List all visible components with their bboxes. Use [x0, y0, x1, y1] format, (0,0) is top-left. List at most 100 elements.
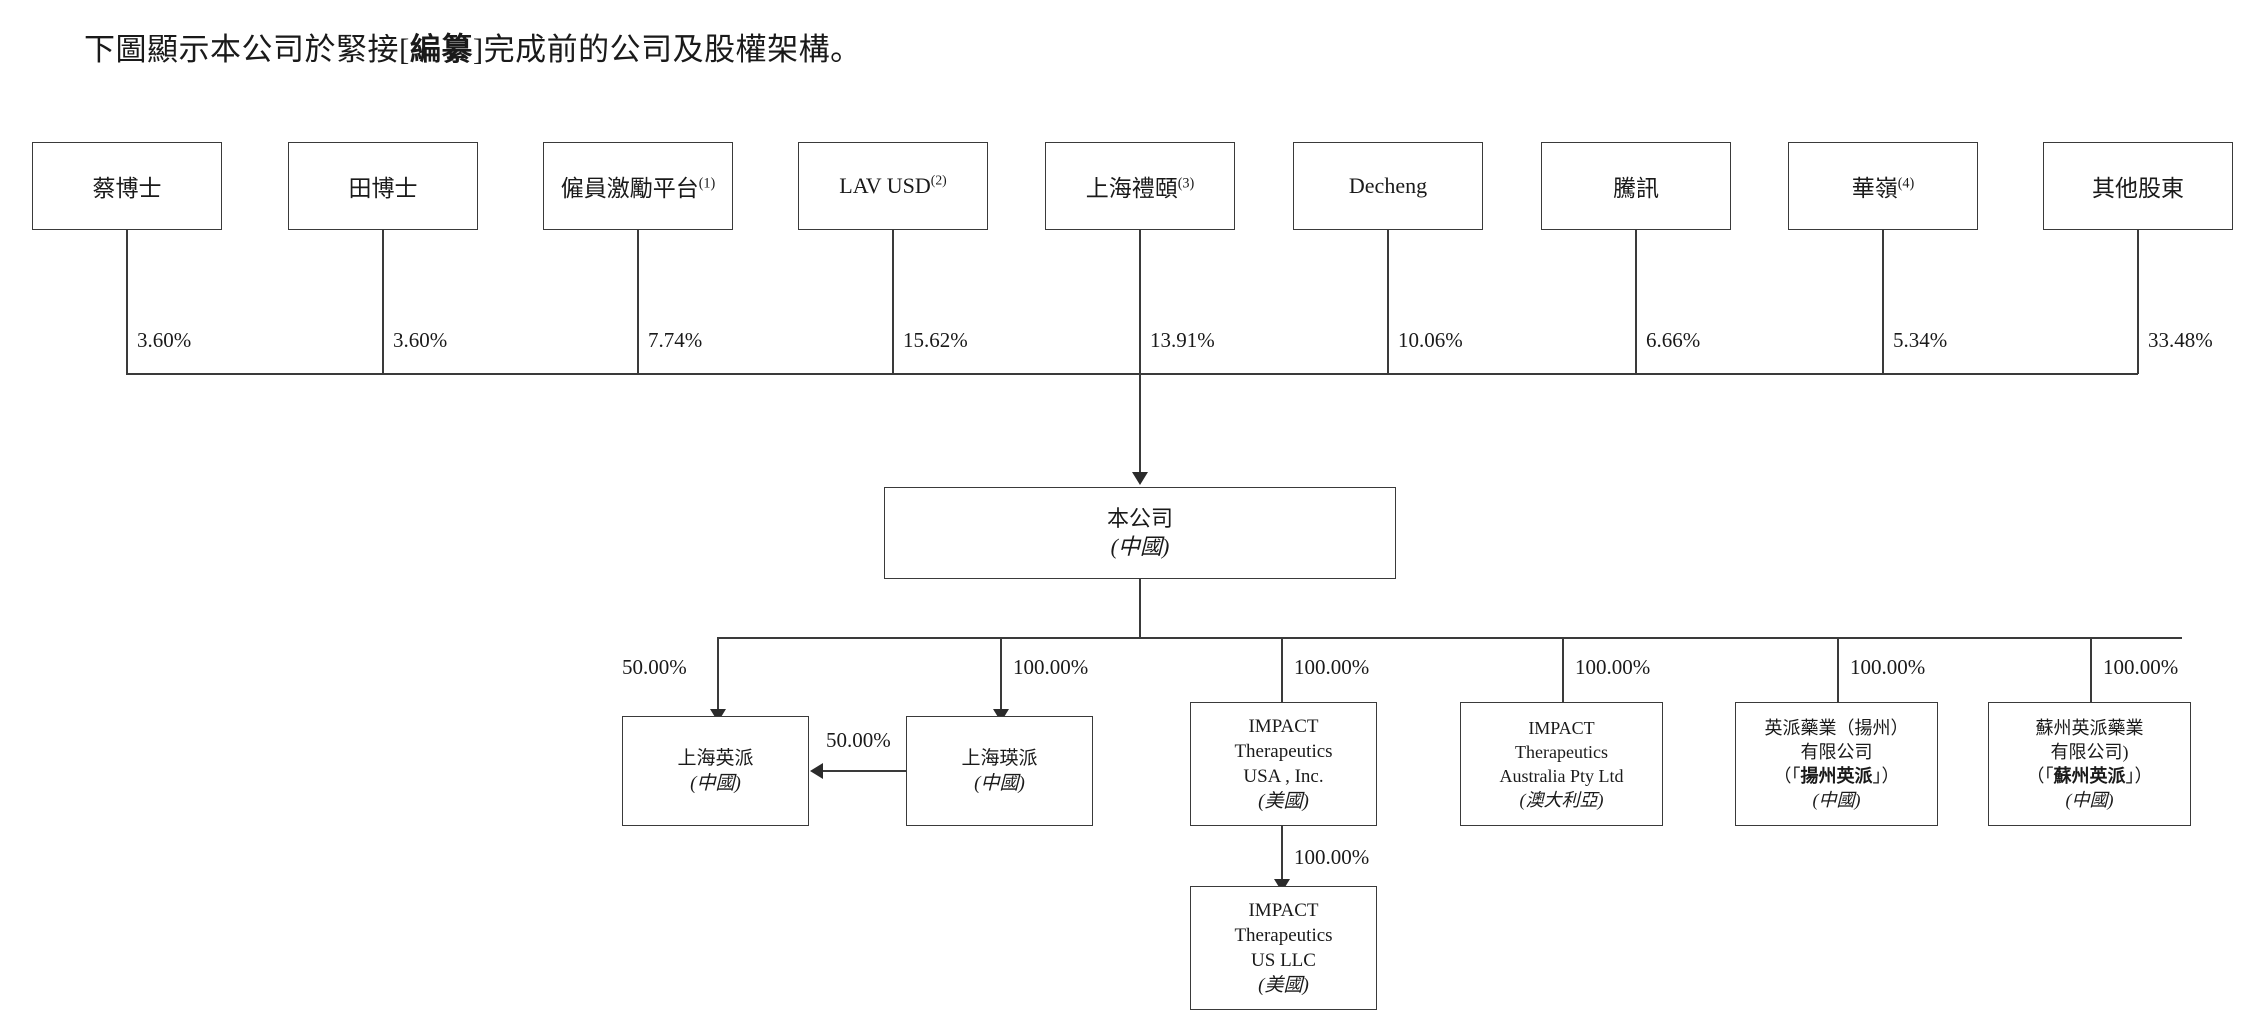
- subsidiary-pct-1: 50.00%: [622, 655, 687, 679]
- subsidiary-name-2-line-1: 上海瑛派: [961, 748, 1038, 769]
- shareholder-box-2[interactable]: 田博士: [288, 142, 478, 230]
- ownership-pct-7: 6.66%: [1646, 328, 1701, 352]
- subsidiary-name-3-line-3: USA , Inc.: [1243, 766, 1324, 787]
- grandchild-pct: 100.00%: [1294, 845, 1370, 869]
- connector-drop-1: [126, 230, 128, 374]
- connector-drop-3: [637, 230, 639, 374]
- heading-emphasis: 編纂: [409, 32, 473, 67]
- subsidiary-name-3-line-2: Therapeutics: [1234, 741, 1333, 762]
- subsidiary-shortname-5: （「揚州英派」）: [1773, 766, 1900, 786]
- shareholder-box-1[interactable]: 蔡博士: [32, 142, 222, 230]
- subsidiary-box-4[interactable]: IMPACT Therapeutics Australia Pty Ltd (澳…: [1460, 702, 1663, 826]
- subsidiary-jurisdiction-4: (澳大利亞): [1519, 790, 1604, 810]
- ownership-pct-6: 10.06%: [1398, 328, 1463, 352]
- subsidiary-name-4-line-2: Therapeutics: [1515, 742, 1608, 762]
- shareholder-box-7[interactable]: 騰訊: [1541, 142, 1731, 230]
- subsidiary-name-4-line-1: IMPACT: [1528, 718, 1595, 738]
- subsidiary-jurisdiction-5: (中國): [1812, 790, 1861, 810]
- subsidiary-name-5-line-1: 英派藥業（揚州）: [1764, 718, 1909, 738]
- connector-drop-6: [1387, 230, 1389, 374]
- subsidiary-pct-6: 100.00%: [2103, 655, 2179, 679]
- ownership-pct-1: 3.60%: [137, 328, 192, 352]
- footnote-marker-4: (2): [930, 172, 947, 188]
- shareholder-box-3[interactable]: 僱員激勵平台(1): [543, 142, 733, 230]
- connector-drop-5: [1139, 230, 1141, 374]
- shareholder-box-4[interactable]: LAV USD(2): [798, 142, 988, 230]
- company-box[interactable]: 本公司 (中國): [884, 487, 1396, 579]
- heading-text-before: 下圖顯示本公司於緊接: [84, 32, 399, 67]
- grandchild-jurisdiction: (美國): [1258, 975, 1309, 996]
- subsidiary-box-1[interactable]: 上海英派 (中國): [622, 716, 809, 826]
- ownership-pct-5: 13.91%: [1150, 328, 1215, 352]
- ownership-pct-3: 7.74%: [648, 328, 703, 352]
- footnote-marker-5: (3): [1177, 175, 1195, 192]
- connector-drop-9: [2137, 230, 2139, 374]
- ownership-pct-8: 5.34%: [1893, 328, 1948, 352]
- shareholder-name-8: 華嶺(4): [1851, 175, 1915, 201]
- shareholder-box-6[interactable]: Decheng: [1293, 142, 1483, 230]
- arrow-into-company: [1132, 472, 1148, 485]
- footnote-marker-8: (4): [1897, 175, 1915, 192]
- cross-holding-pct: 50.00%: [826, 728, 891, 752]
- subsidiary-pct-2: 100.00%: [1013, 655, 1089, 679]
- connector-drop-sub-1: [717, 637, 719, 716]
- company-name: 本公司: [1106, 506, 1173, 531]
- ownership-pct-9: 33.48%: [2148, 328, 2213, 352]
- heading-text-after: 完成前的公司及股權架構。: [483, 32, 862, 67]
- subsidiary-name-6-line-1: 蘇州英派藥業: [2035, 718, 2144, 738]
- connector-drop-sub-3: [1281, 637, 1283, 716]
- connector-drop-4: [892, 230, 894, 374]
- page-title: 下圖顯示本公司於緊接[編纂]完成前的公司及股權架構。: [84, 30, 862, 70]
- subsidiary-box-5[interactable]: 英派藥業（揚州） 有限公司 （「揚州英派」） (中國): [1735, 702, 1938, 826]
- connector-bus-to-company: [1139, 373, 1141, 478]
- subsidiary-jurisdiction-6: (中國): [2065, 790, 2114, 810]
- shareholder-name-2: 田博士: [348, 176, 418, 201]
- subsidiary-name-5-line-2: 有限公司: [1800, 742, 1873, 762]
- connector-drop-2: [382, 230, 384, 374]
- subsidiary-name-4-line-3: Australia Pty Ltd: [1499, 766, 1624, 786]
- grandchild-box[interactable]: IMPACT Therapeutics US LLC (美國): [1190, 886, 1377, 1010]
- subsidiary-jurisdiction-3: (美國): [1258, 791, 1309, 812]
- subsidiary-box-6[interactable]: 蘇州英派藥業 有限公司) （「蘇州英派」） (中國): [1988, 702, 2191, 826]
- company-jurisdiction: (中國): [1110, 534, 1170, 559]
- heading-bracket-close: ]: [472, 32, 484, 67]
- subsidiary-name-6-line-2: 有限公司): [2050, 742, 2129, 762]
- footnote-marker-3: (1): [698, 175, 716, 192]
- subsidiary-name-3-line-1: IMPACT: [1248, 716, 1319, 737]
- connector-drop-sub-4: [1562, 637, 1564, 716]
- subsidiary-name-1-line-1: 上海英派: [677, 748, 754, 769]
- subsidiary-pct-4: 100.00%: [1575, 655, 1651, 679]
- cross-holding-line: [822, 770, 906, 772]
- grandchild-name-line-2: Therapeutics: [1234, 925, 1333, 946]
- subsidiary-pct-5: 100.00%: [1850, 655, 1926, 679]
- ownership-pct-2: 3.60%: [393, 328, 448, 352]
- connector-drop-grandchild: [1281, 826, 1283, 886]
- subsidiary-box-2[interactable]: 上海瑛派 (中國): [906, 716, 1093, 826]
- shareholder-name-4: LAV USD(2): [839, 172, 947, 198]
- shareholder-box-5[interactable]: 上海禮頤(3): [1045, 142, 1235, 230]
- subsidiary-bus-line: [717, 637, 2182, 639]
- shareholder-name-3: 僱員激勵平台(1): [560, 175, 716, 201]
- heading-bracket-open: [: [399, 32, 410, 67]
- arrow-cross-holding: [810, 763, 823, 779]
- connector-drop-sub-2: [1000, 637, 1002, 716]
- subsidiary-pct-3: 100.00%: [1294, 655, 1370, 679]
- subsidiary-jurisdiction-1: (中國): [690, 773, 741, 794]
- connector-drop-sub-5: [1837, 637, 1839, 716]
- connector-drop-sub-6: [2090, 637, 2092, 716]
- subsidiary-jurisdiction-2: (中國): [974, 773, 1025, 794]
- subsidiary-box-3[interactable]: IMPACT Therapeutics USA , Inc. (美國): [1190, 702, 1377, 826]
- grandchild-name-line-3: US LLC: [1251, 950, 1316, 971]
- shareholder-name-1: 蔡博士: [92, 176, 162, 201]
- shareholder-bus-line: [126, 373, 2138, 375]
- shareholder-name-5: 上海禮頤(3): [1085, 175, 1195, 201]
- shareholder-box-9[interactable]: 其他股東: [2043, 142, 2233, 230]
- connector-company-stem: [1139, 579, 1141, 638]
- subsidiary-shortname-6: （「蘇州英派」）: [2026, 766, 2153, 786]
- ownership-pct-4: 15.62%: [903, 328, 968, 352]
- shareholder-box-8[interactable]: 華嶺(4): [1788, 142, 1978, 230]
- grandchild-name-line-1: IMPACT: [1248, 900, 1319, 921]
- shareholder-name-9: 其他股東: [2092, 176, 2184, 201]
- connector-drop-7: [1635, 230, 1637, 374]
